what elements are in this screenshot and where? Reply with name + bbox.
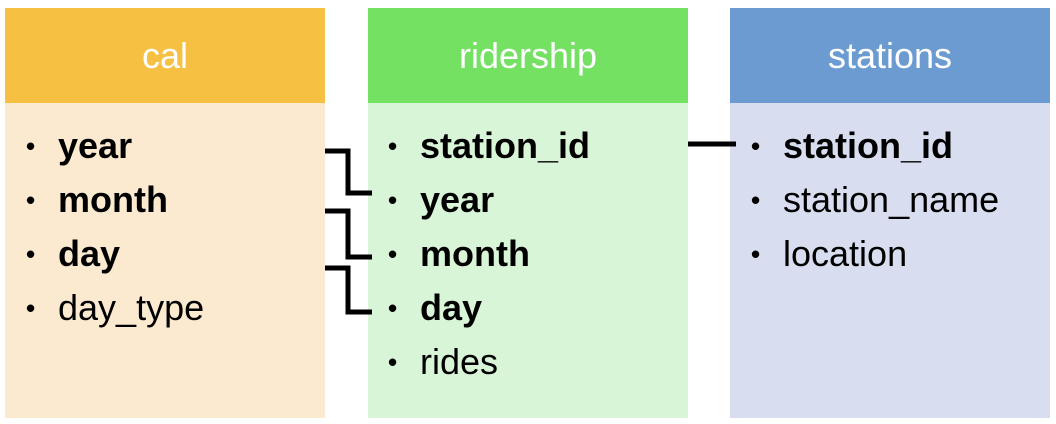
table-header-ridership: ridership [368, 8, 688, 103]
connector-cal-year-ridership-year [325, 148, 372, 196]
field-label: day_type [58, 287, 205, 328]
field-stations-station-id: • station_id [730, 119, 1050, 173]
bullet-icon: • [388, 293, 398, 323]
bullet-icon: • [751, 131, 761, 161]
connector-cal-day-ridership-day [325, 265, 372, 315]
field-cal-day-type: • day_type [5, 281, 325, 335]
field-ridership-year: • year [368, 173, 688, 227]
table-stations: stations • station_id • station_name • l… [730, 8, 1050, 418]
table-title-ridership: ridership [458, 34, 598, 76]
field-label: month [58, 179, 168, 220]
field-cal-month: • month [5, 173, 325, 227]
table-header-cal: cal [5, 8, 325, 103]
field-cal-year: • year [5, 119, 325, 173]
field-ridership-day: • day [368, 281, 688, 335]
field-label: rides [420, 341, 499, 382]
field-label: station_id [783, 125, 954, 166]
table-ridership: ridership • station_id • year • month • … [368, 8, 688, 418]
table-body-stations: • station_id • station_name • location [730, 103, 1050, 418]
field-label: station_id [420, 125, 591, 166]
field-cal-day: • day [5, 227, 325, 281]
table-body-cal: • year • month • day • day_type [5, 103, 325, 418]
field-label: year [420, 179, 495, 220]
table-cal: cal • year • month • day • day_type [5, 8, 325, 418]
field-label: location [783, 233, 908, 274]
bullet-icon: • [388, 131, 398, 161]
field-ridership-station-id: • station_id [368, 119, 688, 173]
field-ridership-month: • month [368, 227, 688, 281]
bullet-icon: • [388, 347, 398, 377]
table-body-ridership: • station_id • year • month • day • ride… [368, 103, 688, 418]
bullet-icon: • [751, 239, 761, 269]
field-label: day [420, 287, 483, 328]
field-ridership-rides: • rides [368, 335, 688, 389]
field-stations-station-name: • station_name [730, 173, 1050, 227]
bullet-icon: • [26, 239, 36, 269]
bullet-icon: • [751, 185, 761, 215]
field-stations-location: • location [730, 227, 1050, 281]
field-label: month [420, 233, 530, 274]
table-title-stations: stations [827, 34, 953, 76]
field-label: year [58, 125, 133, 166]
table-header-stations: stations [730, 8, 1050, 103]
bullet-icon: • [26, 293, 36, 323]
table-title-cal: cal [141, 34, 189, 76]
bullet-icon: • [388, 185, 398, 215]
field-label: day [58, 233, 121, 274]
bullet-icon: • [388, 239, 398, 269]
bullet-icon: • [26, 131, 36, 161]
connector-cal-month-ridership-month [325, 208, 372, 260]
bullet-icon: • [26, 185, 36, 215]
field-label: station_name [783, 179, 1000, 220]
